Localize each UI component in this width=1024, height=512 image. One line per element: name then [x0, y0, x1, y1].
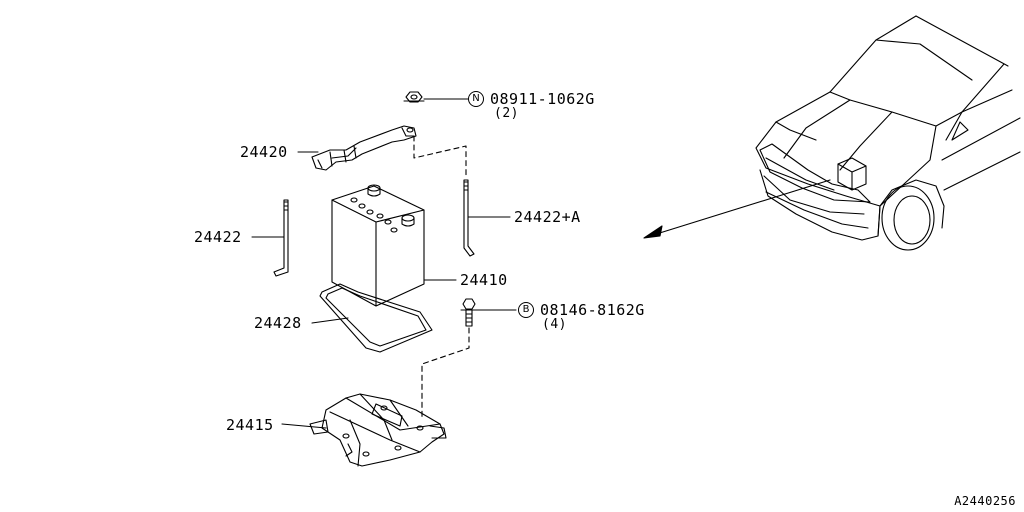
- hold-down-rod-left: [273, 199, 289, 277]
- part-label-24422a: 24422+A: [514, 208, 581, 226]
- location-arrowhead: [643, 225, 663, 239]
- nut-quantity: (2): [494, 106, 519, 121]
- dashed-link-top: [413, 135, 467, 179]
- leader-24415: [281, 423, 327, 429]
- nut-symbol-badge: N: [468, 91, 484, 107]
- battery-hold-down-bracket: [311, 125, 417, 171]
- bolt-quantity: (4): [542, 317, 567, 332]
- part-label-24422: 24422: [194, 228, 242, 246]
- bolt-symbol-badge: B: [518, 302, 534, 318]
- flange-nut-icon: [403, 91, 425, 103]
- battery-tray: [309, 393, 447, 467]
- hold-down-rod-right: [463, 179, 475, 257]
- bolt-part-number: 08146-8162G: [540, 301, 645, 319]
- battery: [331, 184, 425, 307]
- dashed-link-bottom: [421, 327, 470, 421]
- nut-part-number: 08911-1062G: [490, 90, 595, 108]
- battery-tray-mat: [319, 283, 433, 353]
- part-label-24420: 24420: [240, 143, 288, 161]
- location-arrow: [649, 179, 831, 237]
- leader-24428: [311, 317, 349, 324]
- diagram-code: A2440256: [954, 494, 1016, 508]
- car-front-view: [755, 15, 1021, 251]
- part-label-24415: 24415: [226, 416, 274, 434]
- flange-bolt-icon: [460, 298, 478, 327]
- part-label-24410: 24410: [460, 271, 508, 289]
- part-label-24428: 24428: [254, 314, 302, 332]
